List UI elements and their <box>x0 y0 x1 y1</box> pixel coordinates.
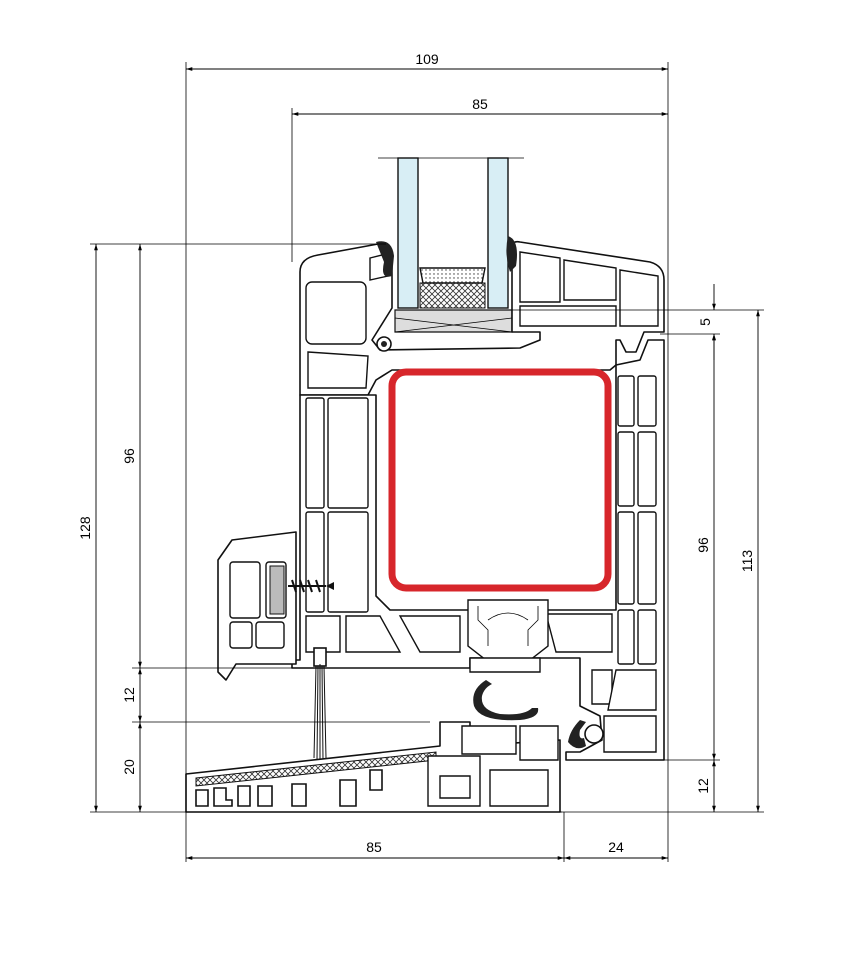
dim-threshold-step: 12 <box>121 687 137 703</box>
dim-sash-height-left: 96 <box>121 448 137 464</box>
interior-trim <box>217 531 297 681</box>
dim-overall-width: 109 <box>415 51 439 67</box>
dim-overall-height: 128 <box>77 516 93 540</box>
glass-pane-left <box>397 157 419 309</box>
dim-sill-lip: 12 <box>695 778 711 794</box>
steel-reinforcement <box>388 368 612 592</box>
outer-gasket <box>376 241 394 277</box>
lower-sash-gasket <box>473 680 539 721</box>
dim-frame-height: 113 <box>739 550 755 573</box>
dim-bottom-width: 85 <box>366 839 382 855</box>
glass-spacer <box>419 267 486 284</box>
threshold-sill <box>185 721 561 813</box>
dim-glazing-gap: 5 <box>697 318 713 326</box>
dim-bottom-extension: 24 <box>608 839 624 855</box>
dim-frame-inner-height: 96 <box>695 537 711 553</box>
brush-seal <box>313 647 327 761</box>
glazing-block <box>394 309 513 333</box>
frame-gasket-right <box>568 720 586 749</box>
inner-gasket <box>506 236 517 272</box>
glazing-unit <box>378 157 524 333</box>
fixing-screw <box>288 579 334 593</box>
butyl-seal <box>419 282 486 309</box>
dim-sash-width: 85 <box>472 96 488 112</box>
dim-sill-height: 20 <box>121 759 137 775</box>
sash-profile <box>299 236 665 396</box>
glass-pane-right <box>487 157 509 309</box>
